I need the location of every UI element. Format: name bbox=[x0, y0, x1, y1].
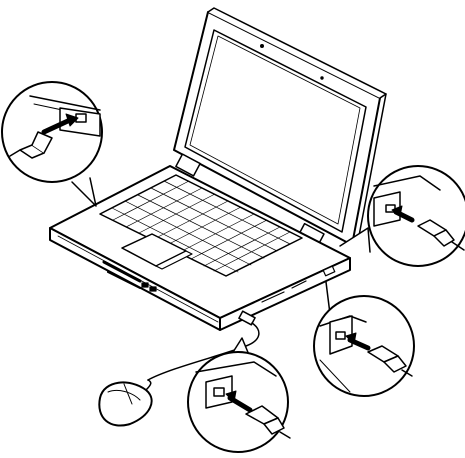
webcam-dot bbox=[261, 45, 264, 48]
usb-port bbox=[214, 388, 224, 396]
callout-front-port bbox=[188, 338, 290, 452]
callout-right-front-port bbox=[314, 282, 414, 396]
usb-port bbox=[336, 332, 345, 339]
callout-pointer bbox=[72, 178, 96, 206]
usb-mouse bbox=[99, 380, 151, 426]
callout-left-side-port bbox=[2, 82, 102, 206]
mouse-cable bbox=[146, 380, 151, 390]
